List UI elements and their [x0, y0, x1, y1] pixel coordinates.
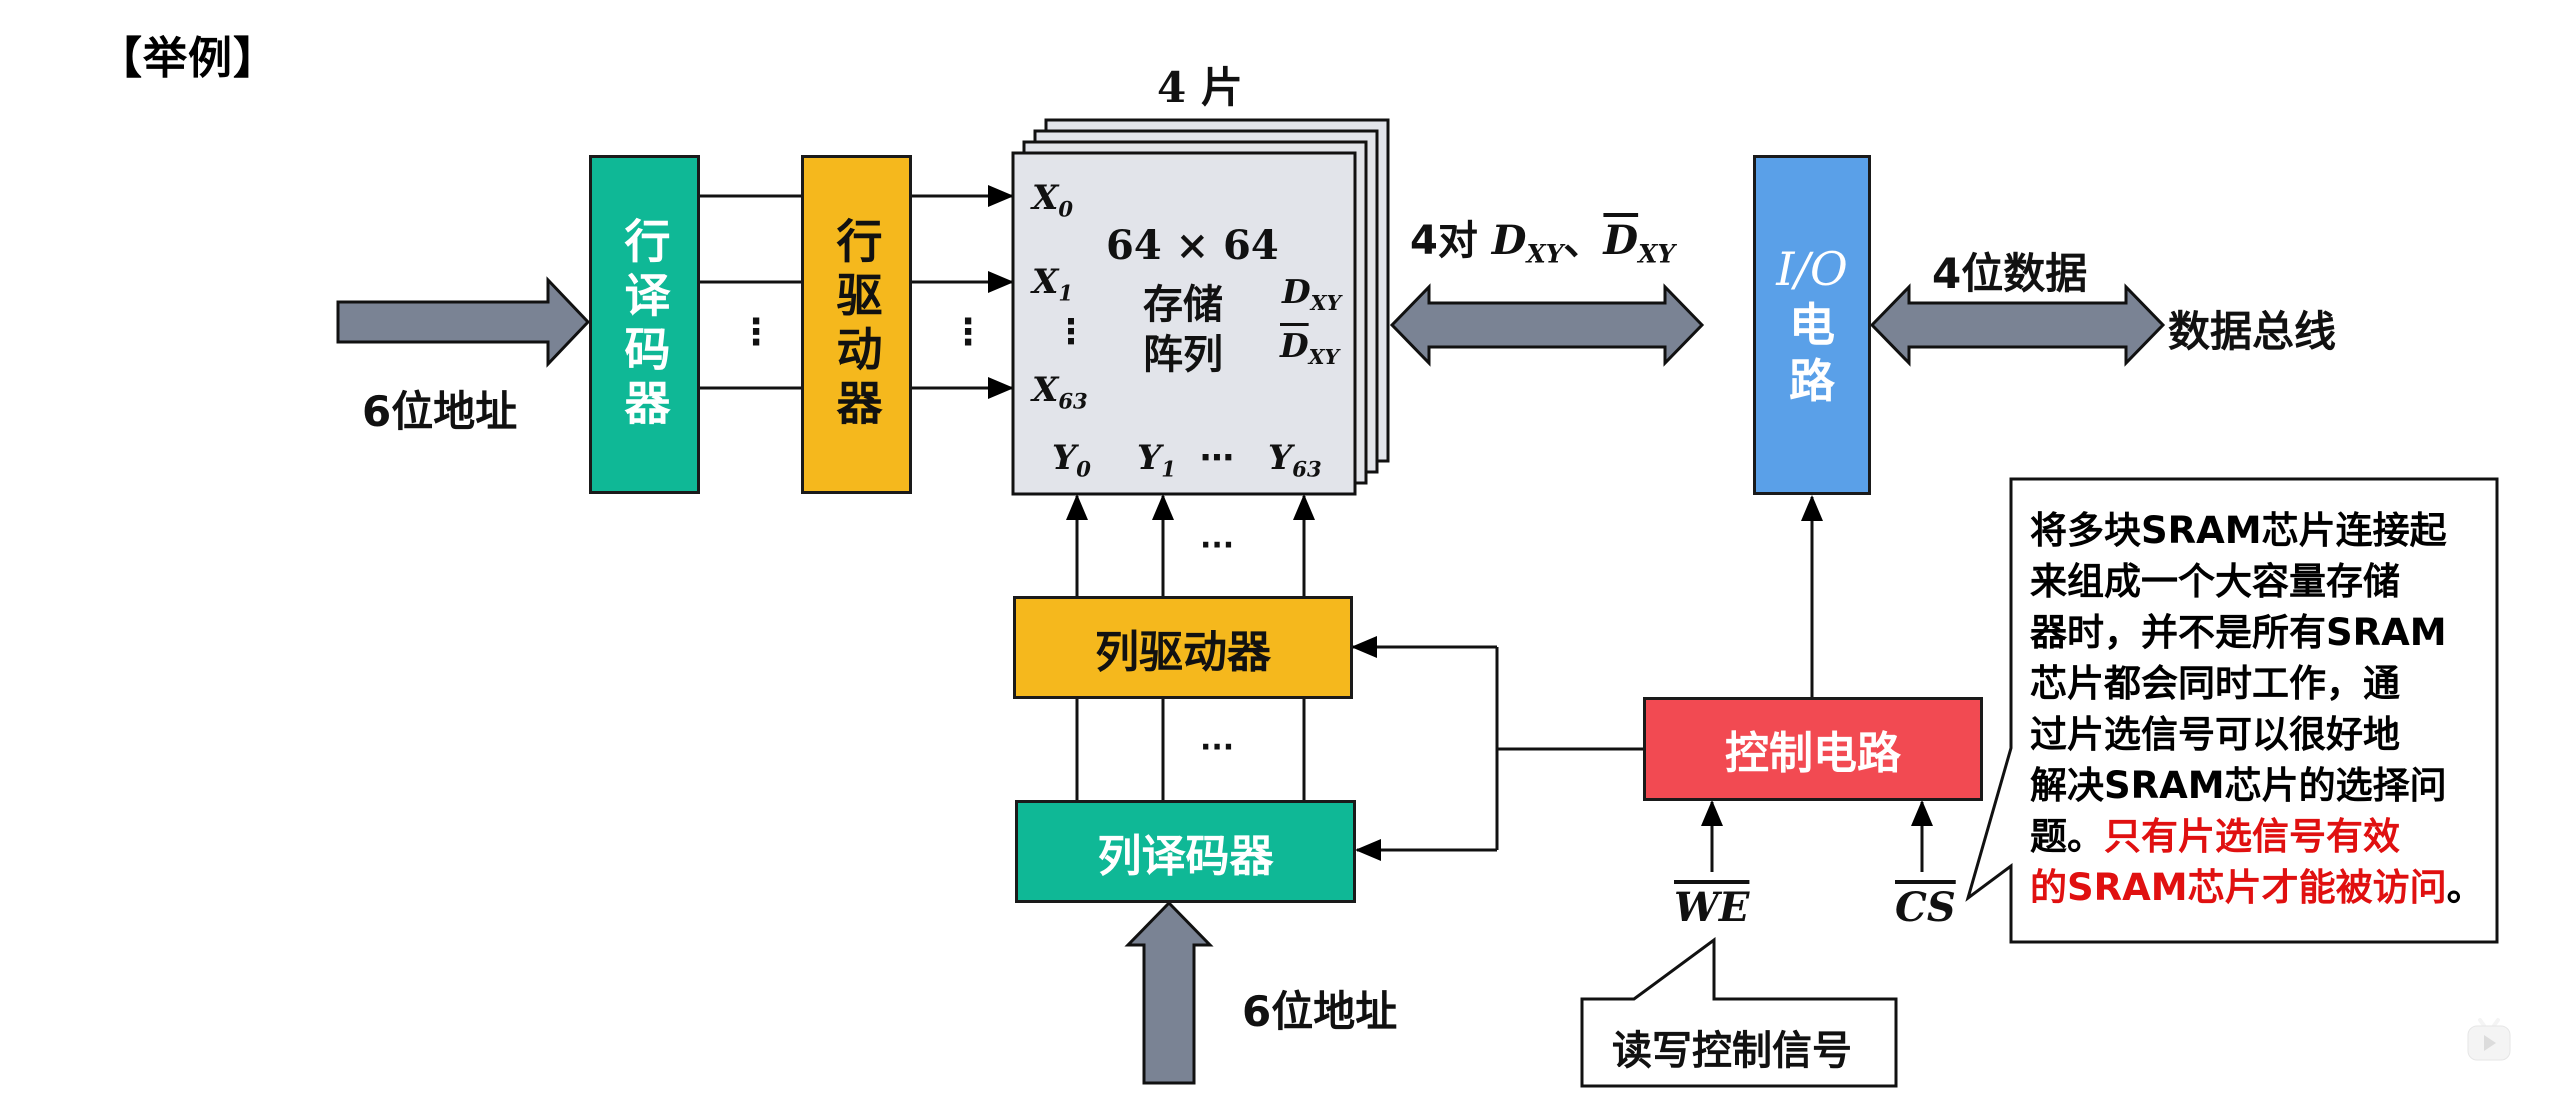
- row-line-x1: X1: [1032, 262, 1073, 305]
- callout-line: 芯片都会同时工作，通: [2030, 662, 2400, 705]
- cs-callout-shape: [1965, 477, 2499, 944]
- column-decoder-label: 列译码器: [1097, 830, 1274, 882]
- data-out-dxy-bar: DXY: [1280, 326, 1339, 369]
- io-label: I/O: [1776, 242, 1848, 296]
- row-driver: 行驱动器: [801, 155, 912, 494]
- callout-line: 来组成一个大容量存储: [2030, 560, 2400, 603]
- y0-sub: 0: [1076, 456, 1091, 482]
- callout-period: 。: [2446, 866, 2484, 909]
- control-circuit-label: 控制电路: [1725, 728, 1901, 779]
- pairs-d-sub: XY: [1526, 239, 1564, 269]
- data-bus-label: 数据总线: [2168, 307, 2337, 356]
- col-line-y63: Y63: [1268, 438, 1322, 481]
- array-col-ellipsis: ⋯: [1200, 438, 1234, 478]
- section-title: 【举例】: [98, 33, 278, 84]
- dxy-base: D: [1282, 272, 1311, 311]
- callout-line: 过片选信号可以很好地: [2030, 713, 2400, 756]
- row-driver-label: 行驱动器: [829, 216, 884, 433]
- column-decoder: 列译码器: [1015, 800, 1356, 903]
- callout-black-end: 题。: [2030, 815, 2104, 858]
- x0-sub: 0: [1058, 196, 1074, 222]
- x63-base: X: [1032, 370, 1059, 410]
- chip-count-label: 4 片: [1157, 54, 1243, 115]
- row-ellipsis-1: ⋮: [738, 312, 774, 353]
- dxy-bar-sub: XY: [1308, 345, 1340, 370]
- cs-callout-text: 将多块SRAM芯片连接起 来组成一个大容量存储 器时，并不是所有SRAM 芯片都…: [2030, 505, 2490, 913]
- y63-sub: 63: [1292, 456, 1322, 482]
- x0-base: X: [1032, 178, 1059, 218]
- column-ellipsis-1: ···: [1200, 528, 1235, 563]
- rw-callout-shape: [1580, 937, 1898, 1088]
- pairs-sep: 、: [1563, 218, 1604, 264]
- pairs-d: D: [1491, 217, 1527, 264]
- callout-line: 的SRAM芯片才能被访问。: [2030, 862, 2490, 913]
- tv-play-icon[interactable]: [2462, 1012, 2516, 1066]
- array-io-double-arrow: [1389, 283, 1705, 367]
- column-driver-label: 列驱动器: [1095, 626, 1271, 678]
- row-line-x63: X63: [1032, 370, 1088, 413]
- row-decoder: 行译码器: [589, 155, 700, 494]
- array-row-ellipsis: ⋮: [1054, 312, 1088, 352]
- rw-callout-label: 读写控制信号: [1612, 1028, 1852, 1074]
- callout-line: 器时，并不是所有SRAM: [2030, 611, 2447, 654]
- data-out-dxy: DXY: [1282, 272, 1341, 315]
- y63-base: Y: [1268, 438, 1293, 478]
- io-label-2: 电: [1789, 298, 1835, 352]
- x1-base: X: [1032, 262, 1059, 302]
- io-label-3: 路: [1789, 354, 1835, 408]
- io-bus-double-arrow: [1869, 283, 2166, 367]
- array-name-line2: 阵列: [1143, 332, 1223, 378]
- y0-base: Y: [1052, 438, 1077, 478]
- pairs-prefix: 4对: [1410, 218, 1478, 264]
- x1-sub: 1: [1058, 280, 1074, 306]
- pairs-dbar-sub: XY: [1638, 239, 1676, 269]
- array-name-line1: 存储: [1143, 282, 1223, 328]
- chip-layer-1: [1011, 151, 1357, 496]
- row-line-x0: X0: [1032, 178, 1073, 221]
- column-driver: 列驱动器: [1013, 596, 1353, 699]
- x63-sub: 63: [1058, 388, 1088, 414]
- callout-highlight-2: 的SRAM芯片才能被访问: [2030, 866, 2447, 909]
- data-bits-label: 4位数据: [1932, 249, 2088, 298]
- col-line-y1: Y1: [1137, 438, 1176, 481]
- dxy-sub: XY: [1310, 291, 1342, 316]
- data-pairs-label: 4对 DXY、DXY: [1410, 208, 1675, 269]
- callout-highlight-1: 只有片选信号有效: [2104, 815, 2400, 858]
- chip-count-text: 4 片: [1157, 63, 1243, 112]
- column-ellipsis-2: ···: [1200, 730, 1235, 765]
- we-signal: WE: [1674, 884, 1750, 931]
- pairs-dbar: D: [1603, 217, 1639, 264]
- column-address-label: 6位地址: [1242, 987, 1398, 1036]
- callout-line: 题。只有片选信号有效: [2030, 811, 2490, 862]
- y1-base: Y: [1137, 438, 1162, 478]
- row-ellipsis-2: ⋮: [950, 312, 986, 353]
- control-circuit: 控制电路: [1643, 697, 1983, 801]
- column-address-arrow: [1124, 900, 1214, 1085]
- col-line-y0: Y0: [1052, 438, 1091, 481]
- callout-line: 解决SRAM芯片的选择问: [2030, 764, 2447, 807]
- row-address-label: 6位地址: [362, 387, 518, 436]
- io-circuit: I/O 电 路: [1753, 155, 1871, 495]
- callout-line: 将多块SRAM芯片连接起: [2030, 509, 2447, 552]
- array-size-label: 64 × 64: [1106, 222, 1279, 269]
- row-decoder-label: 行译码器: [617, 216, 672, 433]
- y1-sub: 1: [1161, 456, 1176, 482]
- row-address-arrow: [336, 276, 591, 368]
- dxy-bar-base: D: [1280, 326, 1309, 365]
- cs-signal: CS: [1895, 884, 1956, 931]
